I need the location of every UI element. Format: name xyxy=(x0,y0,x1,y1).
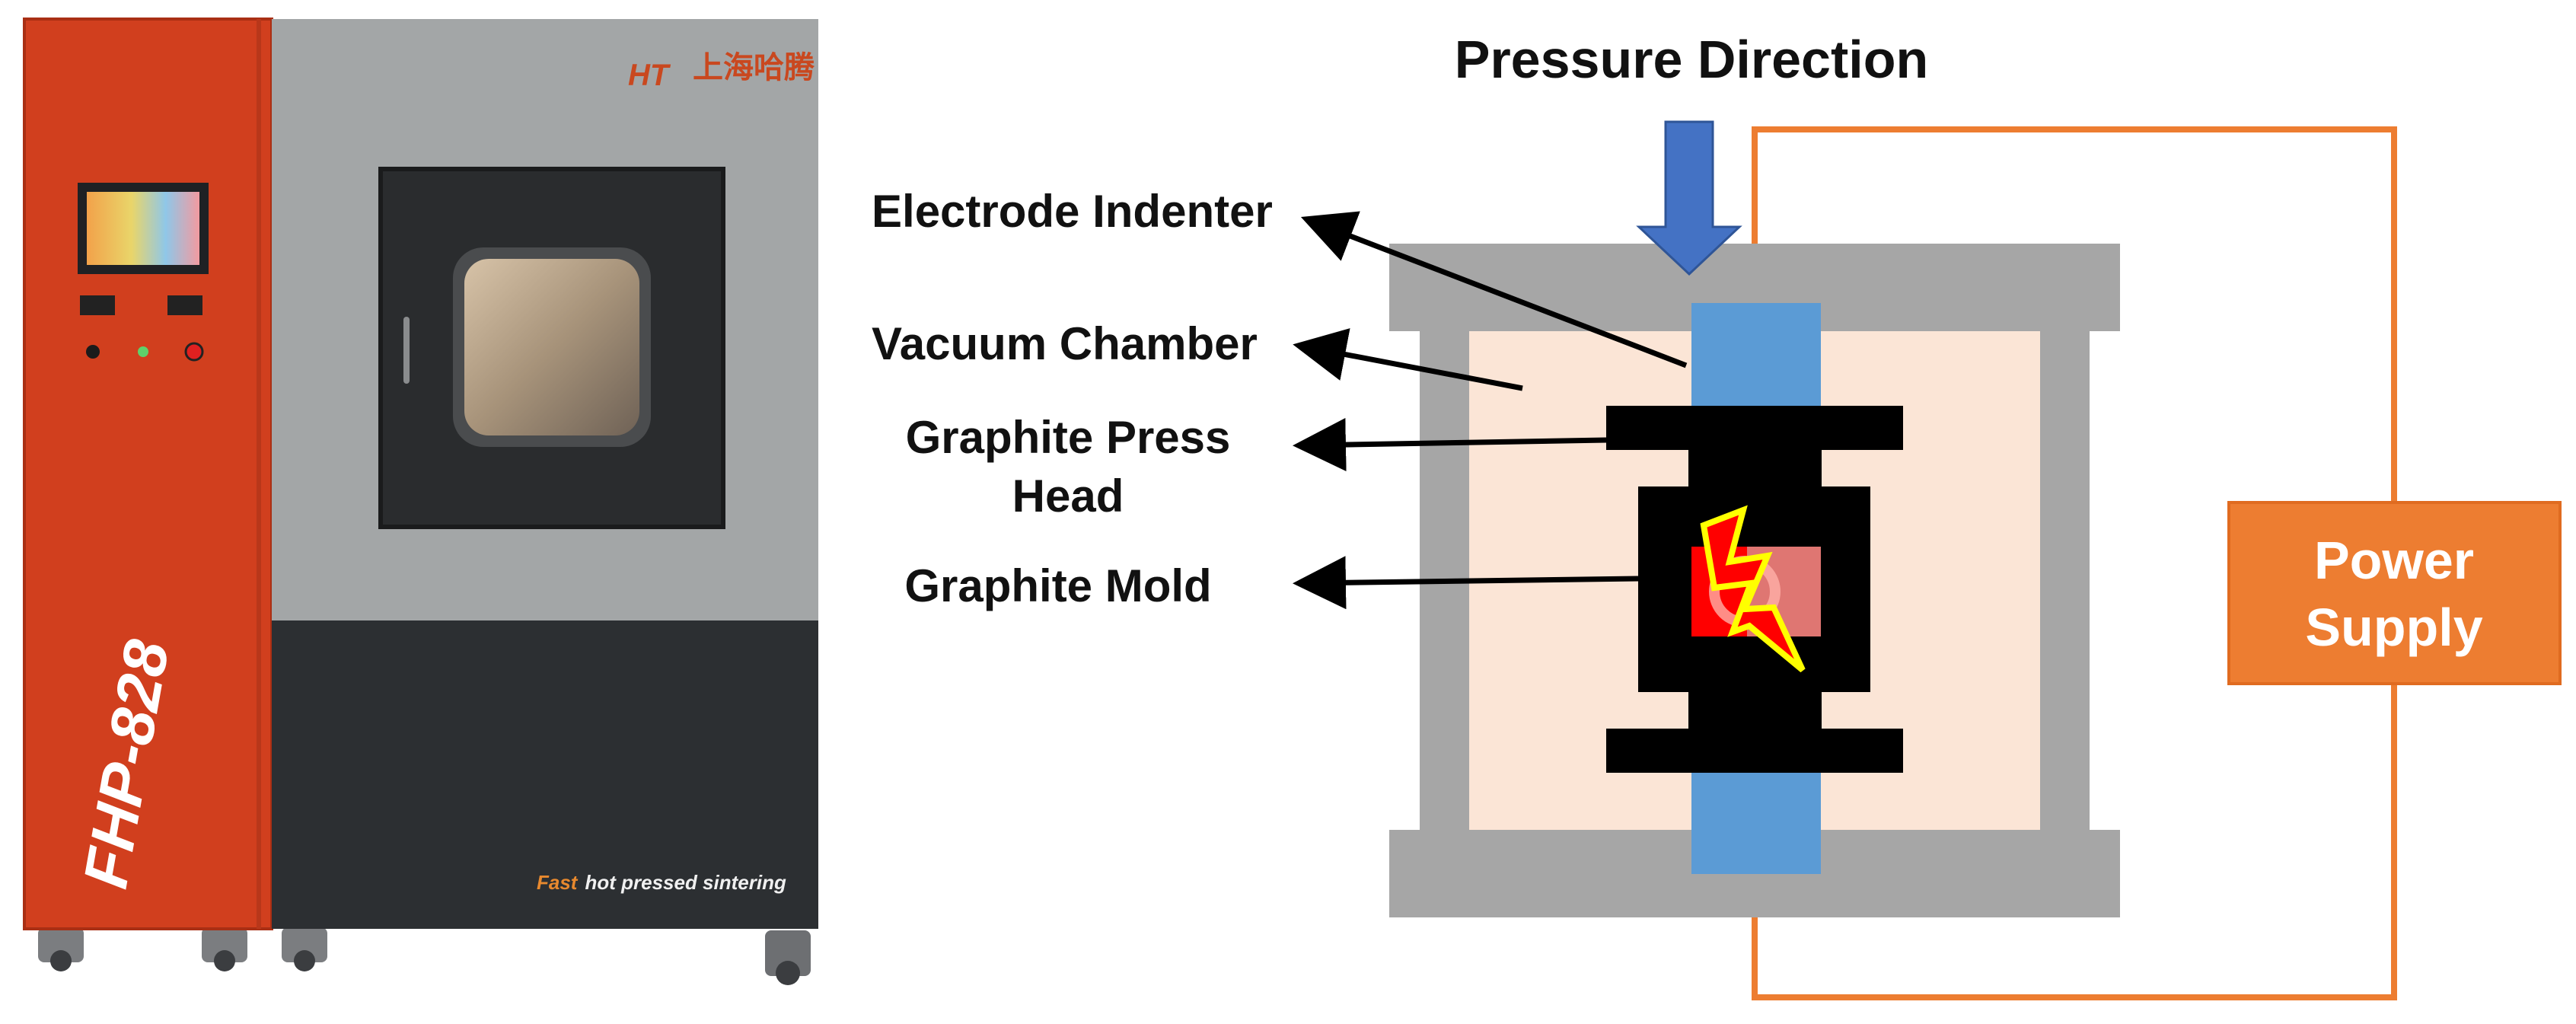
label-graphite-mold: Graphite Mold xyxy=(904,560,1211,611)
schematic: Power Supply Pressure Direction Electrod… xyxy=(872,30,2562,1000)
power-supply-label-line2: Supply xyxy=(2305,598,2482,657)
label-vacuum-chamber: Vacuum Chamber xyxy=(872,318,1258,369)
graphite-assembly xyxy=(1606,406,1903,773)
machine-red-panel xyxy=(24,19,272,929)
power-supply-box xyxy=(2227,501,2562,685)
graphite-press-head-top xyxy=(1606,406,1903,450)
machine-wheels xyxy=(38,927,811,985)
arrow-mold xyxy=(1293,556,1639,610)
arrow-chamber xyxy=(1293,328,1523,391)
electrode-top xyxy=(1691,303,1821,406)
brand-logo-mark: HT xyxy=(628,59,671,92)
pressure-arrow-icon xyxy=(1636,120,1742,276)
spark-icon xyxy=(1700,505,1806,673)
brand-name: 上海哈腾 xyxy=(693,51,815,85)
label-graphite-press-line2: Head xyxy=(1012,471,1124,522)
pressure-direction-title: Pressure Direction xyxy=(1455,30,1928,89)
tagline-rest: hot pressed sintering xyxy=(585,871,786,894)
arrow-press-head xyxy=(1293,418,1607,472)
machine-brand-logo: HT 上海哈腾 xyxy=(628,51,815,92)
power-supply-label-line1: Power xyxy=(2314,531,2474,590)
machine-dark-base xyxy=(272,620,818,929)
arrow-electrode xyxy=(1300,211,1688,368)
electrode-bottom xyxy=(1691,770,1821,874)
graphite-press-head-bottom xyxy=(1606,729,1903,773)
label-graphite-press-line1: Graphite Press xyxy=(906,412,1231,463)
tagline-accent: Fast xyxy=(537,871,579,894)
label-electrode-indenter: Electrode Indenter xyxy=(872,186,1273,237)
machine-tagline: Fast hot pressed sintering xyxy=(537,871,786,894)
